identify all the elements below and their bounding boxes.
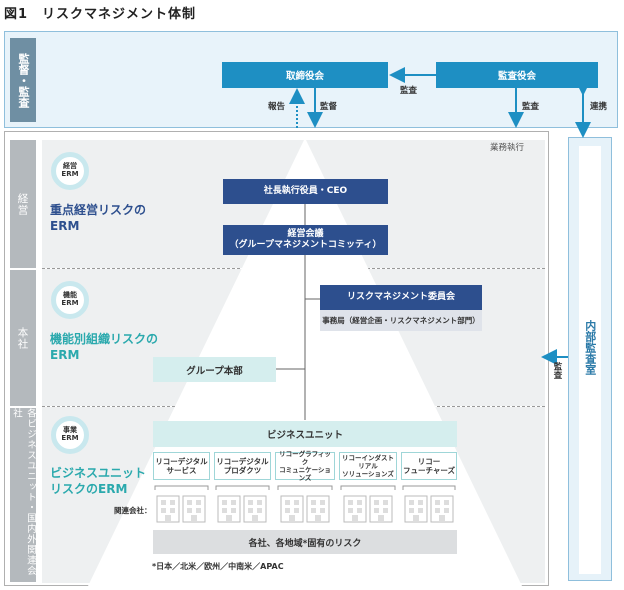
audit-board-box: 監査役会 [436,62,598,88]
erm-circle-top: 経営 [63,162,77,171]
erm-circle-business: 事業 ERM [51,416,89,454]
erm-circle-bottom: ERM [61,434,79,442]
erm-circle-top: 事業 [63,426,77,435]
internal-audit-label: 内部監査室 [583,320,597,375]
figure-title: 図1 リスクマネジメント体制 [4,7,197,22]
erm-title-business: ビジネスユニット リスクのERM [50,466,147,497]
audit-arrow-label-2: 監査 [522,102,540,112]
regional-risk-box: 各社、各地域*固有のリスク [153,530,457,554]
management-meeting-box: 経営会議 （グループマネジメントコミッティ） [223,225,388,255]
affiliates-label: 関連会社： [114,506,152,515]
group-hq-box: グループ本部 [153,357,276,382]
erm-title-functional: 機能別組織リスクの ERM [50,332,159,363]
erm-title-management: 重点経営リスクの ERM [50,203,147,234]
row-label-audit: 監督・監査 [10,38,36,122]
risk-committee-box: リスクマネジメント委員会 [320,285,482,310]
report-arrow-label: 報告 [268,102,286,112]
erm-circle-bottom: ERM [61,170,79,178]
board-of-directors-box: 取締役会 [222,62,388,88]
erm-circle-functional: 機能 ERM [51,281,89,319]
footnote: *日本／北米／欧州／中南米／APAC [152,562,284,571]
risk-committee-secretariat: 事務局（経営企画・リスクマネジメント部門） [320,310,482,331]
internal-audit-arrow-label: 監査 [552,362,562,379]
row-label-bu: 各ビジネスユニット・国内外関連会社 [10,408,36,582]
row-label-management: 経営 [10,140,36,268]
internal-audit-box [579,146,601,574]
unit-box: リコーグラフィックコミュニケーションズ [275,450,335,482]
erm-circle-bottom: ERM [61,299,79,307]
unit-box: リコーデジタルサービス [153,452,210,480]
business-unit-box: ビジネスユニット [153,421,457,447]
business-exec-label: 業務執行 [490,143,525,153]
audit-arrow-label: 監査 [400,86,418,96]
unit-box: リコーフューチャーズ [401,452,457,480]
ceo-box: 社長執行役員・CEO [223,179,388,204]
unit-box: リコーデジタルプロダクツ [214,452,271,480]
supervise-arrow-label: 監督 [320,102,338,112]
row-label-hq: 本社 [10,270,36,406]
erm-circle-management: 経営 ERM [51,152,89,190]
unit-box: リコーインダストリアルソリューションズ [339,452,397,480]
cooperate-arrow-label: 連携 [590,102,608,112]
erm-circle-top: 機能 [63,291,77,300]
